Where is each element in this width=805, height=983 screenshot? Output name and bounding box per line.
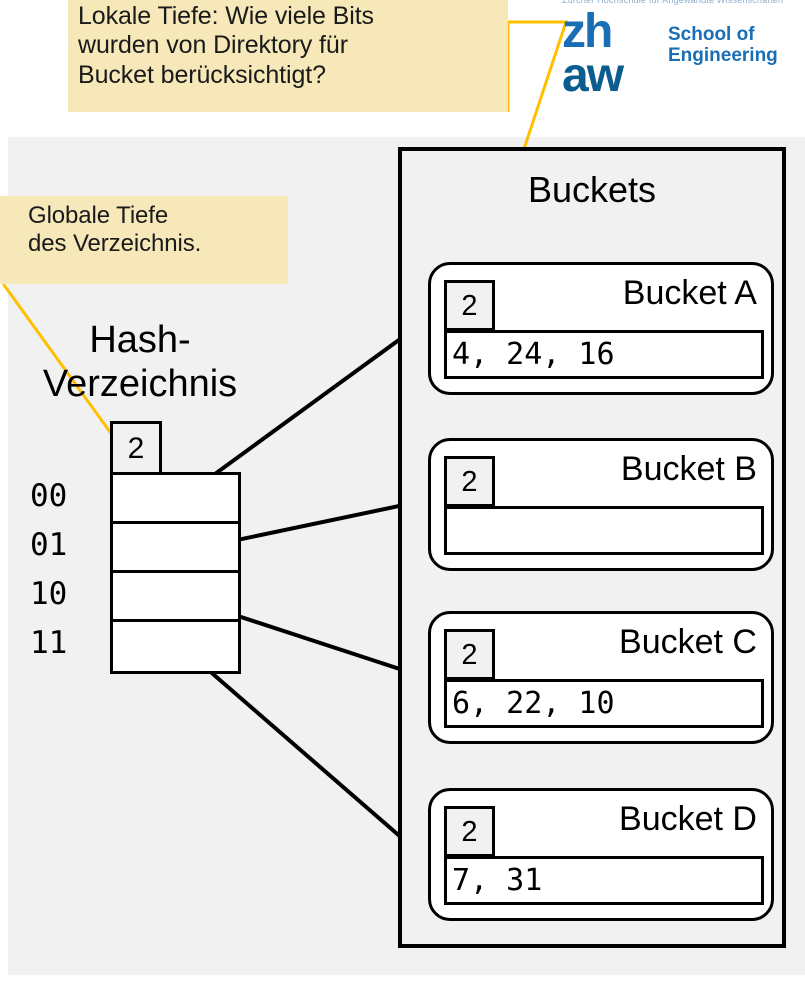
directory-index-labels: 00 01 10 11: [30, 472, 102, 668]
callout-global-depth: Globale Tiefe des Verzeichnis.: [0, 196, 288, 284]
buckets-panel-title: Buckets: [527, 169, 657, 210]
logo-mark-bottom: aw: [562, 49, 624, 102]
bucket-a-label: Bucket A: [622, 274, 757, 312]
bucket-d-local-depth: 2: [444, 806, 495, 857]
bucket-d: 2 Bucket D 7, 31: [428, 788, 774, 921]
bucket-c-label: Bucket C: [619, 623, 757, 661]
logo-university-line: Zürcher Hochschule für Angewandte Wissen…: [562, 0, 784, 5]
directory-pointer-cell-00: [113, 475, 238, 524]
zhaw-wordmark-icon: zh aw: [562, 5, 658, 106]
bucket-a-local-depth: 2: [444, 280, 495, 331]
bucket-a: 2 Bucket A 4, 24, 16: [428, 262, 774, 395]
bucket-c-local-depth: 2: [444, 629, 495, 680]
callout-local-depth: Lokale Tiefe: Wie viele Bits wurden von …: [68, 0, 508, 112]
directory-index-label: 10: [30, 576, 68, 612]
bucket-b-contents: [444, 506, 764, 555]
bucket-d-label: Bucket D: [619, 800, 757, 838]
bucket-c-contents: 6, 22, 10: [444, 679, 764, 728]
directory-index-label: 00: [30, 478, 68, 514]
bucket-b-local-depth: 2: [444, 456, 495, 507]
directory-index-label: 01: [30, 527, 68, 563]
directory-pointer-cell-10: [113, 573, 238, 622]
logo-school-label: School of Engineering: [668, 24, 778, 66]
directory-pointer-cell-11: [113, 622, 238, 671]
bucket-d-contents: 7, 31: [444, 856, 764, 905]
bucket-b: 2 Bucket B: [428, 438, 774, 571]
directory-table: [110, 472, 241, 674]
directory-title: Hash- Verzeichnis: [42, 319, 238, 405]
bucket-c: 2 Bucket C 6, 22, 10: [428, 611, 774, 744]
directory-global-depth-tab: 2: [110, 421, 162, 473]
directory-index-label: 11: [30, 625, 68, 661]
directory-pointer-cell-01: [113, 524, 238, 573]
logo-mark-top: zh: [562, 5, 613, 58]
zhaw-logo: Zürcher Hochschule für Angewandte Wissen…: [556, 0, 805, 112]
bucket-a-contents: 4, 24, 16: [444, 330, 764, 379]
bucket-b-label: Bucket B: [620, 450, 757, 488]
buckets-container: Buckets 2 Bucket A 4, 24, 16 2 Bucket B …: [398, 147, 786, 948]
